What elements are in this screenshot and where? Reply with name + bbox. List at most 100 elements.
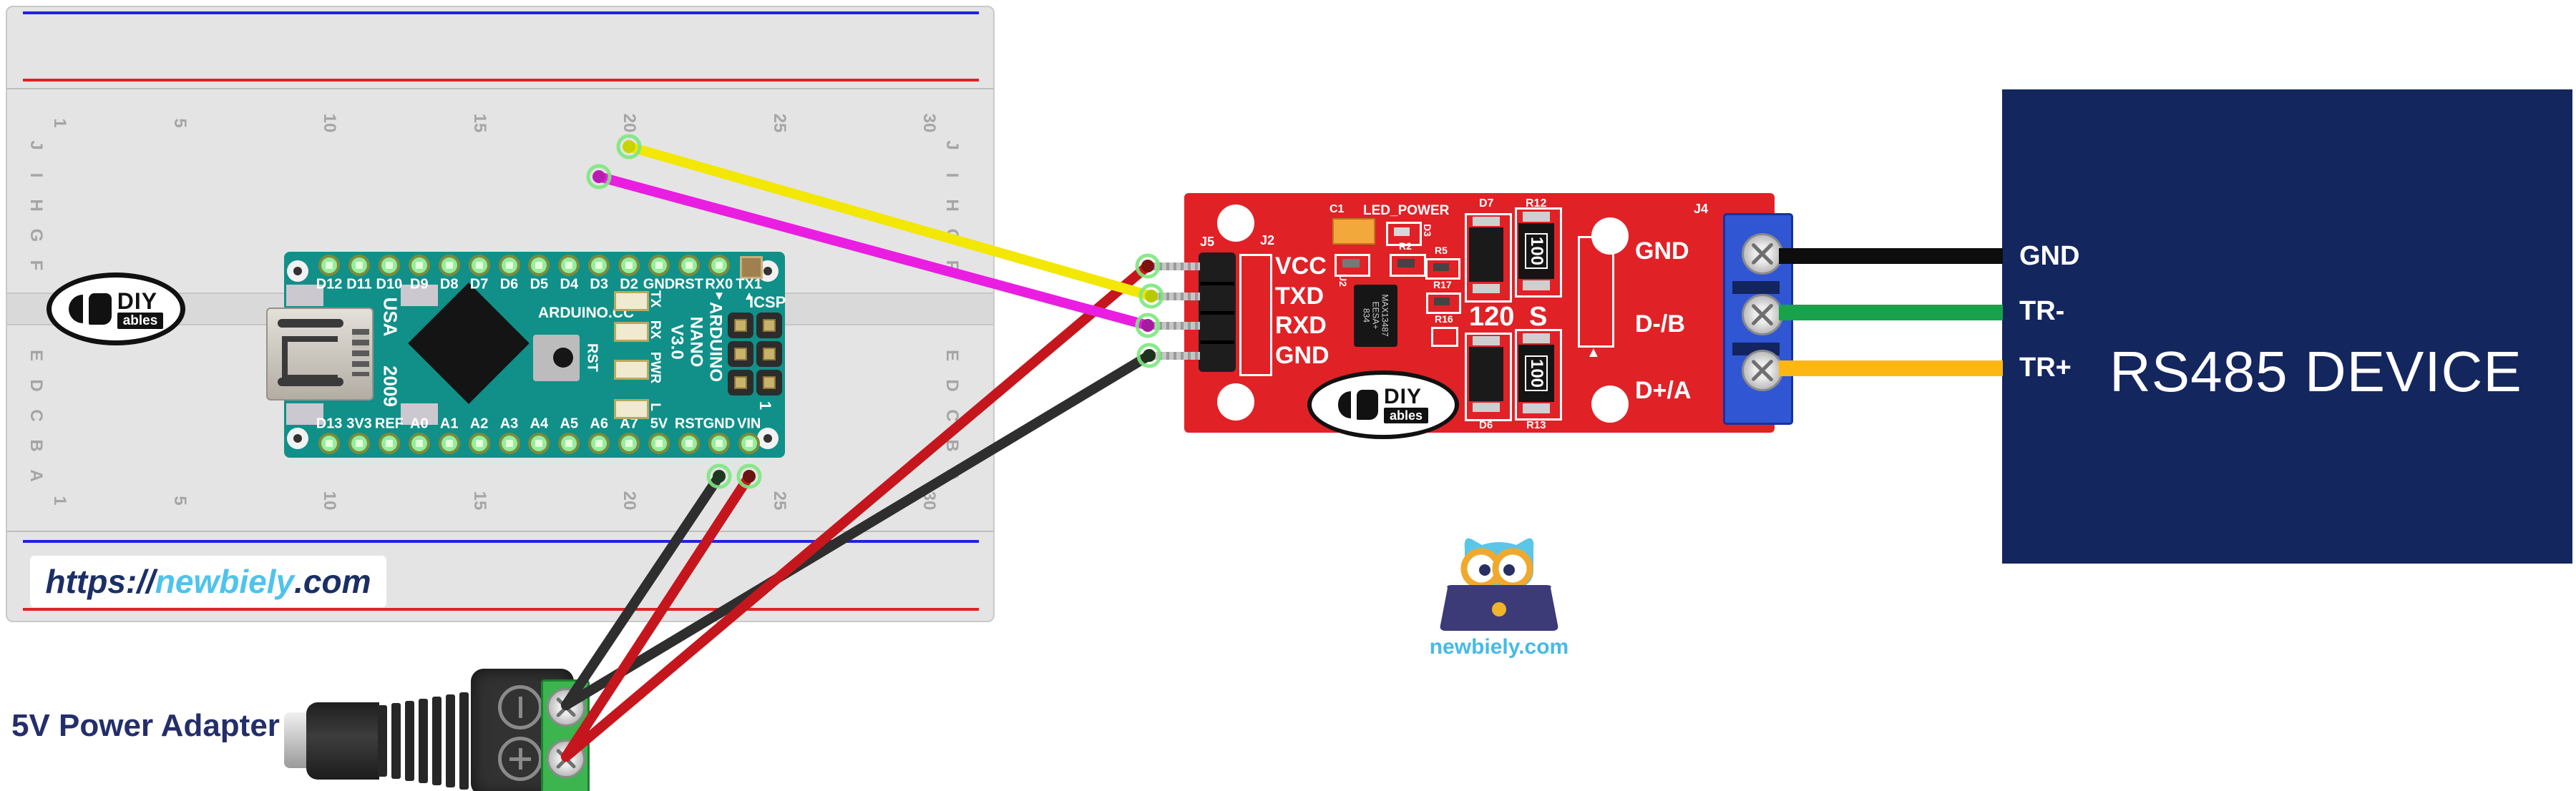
r5-body: [1433, 263, 1449, 271]
nano-pad: [498, 255, 520, 276]
terminal-screw-1[interactable]: [1742, 294, 1783, 335]
row-letter: D: [942, 379, 962, 392]
rs485-device-title: RS485 DEVICE: [2109, 340, 2522, 403]
url-label: https://newbiely.com: [30, 556, 386, 607]
rs485-ttl-module: J5 J2 C1 LED_POWER D3 R2 U2 MAX13487 EES…: [1148, 193, 1793, 439]
nano-pad: [738, 433, 760, 454]
nano-pad-hole: [385, 262, 393, 269]
nano-pad: [648, 255, 670, 276]
model-line: NANO: [686, 316, 706, 368]
row-letter: A: [942, 469, 962, 482]
silk-r13: R13: [1526, 419, 1546, 431]
max13487-chip: MAX13487 EESA+ 834: [1354, 285, 1397, 347]
r17-outline: [1426, 293, 1461, 314]
nano-pad-hole: [745, 440, 753, 447]
reset-button-cap[interactable]: [553, 348, 573, 368]
strip-marker-icon: ▲: [1586, 345, 1601, 360]
nano-mount-hole-center: [763, 434, 772, 443]
column-number: 20: [620, 113, 640, 133]
nano-pad: [318, 255, 341, 276]
owl-logo-icon: [1440, 538, 1558, 631]
d7-outline: [1465, 213, 1512, 303]
row-letter: C: [26, 409, 46, 422]
icsp-pin: [728, 370, 753, 396]
nano-pad-hole: [595, 440, 603, 447]
nano-pad: [618, 255, 640, 276]
nano-bottom-pin-label: A6: [590, 416, 608, 432]
nano-top-pin-label: D6: [499, 276, 519, 293]
nano-pad: [468, 255, 490, 276]
nano-top-pin-label: TX1: [736, 276, 763, 293]
module-right-pin-label: GND: [1635, 237, 1689, 265]
nano-pad: [588, 433, 610, 454]
r13-value: 100: [1525, 355, 1548, 392]
row-letter: I: [942, 172, 962, 178]
nano-bottom-pin-label: A4: [530, 416, 549, 432]
nano-bottom-pin-label: GND: [703, 416, 736, 432]
newbiely-watermark: newbiely.com: [1413, 529, 1585, 662]
icsp-pin: [728, 313, 753, 338]
r13-body: [1518, 345, 1554, 402]
module-left-pin-label: VCC: [1275, 252, 1327, 280]
column-number: 20: [620, 491, 640, 511]
led-label: PWR: [648, 351, 663, 384]
bottom-rail-red-line: [23, 608, 979, 611]
nano-bottom-pin-label: A3: [499, 416, 519, 432]
r12-tab: [1523, 280, 1550, 290]
module-mount-hole: [1217, 205, 1254, 242]
jack-rib: [378, 705, 387, 777]
adapter-screw-minus[interactable]: [547, 688, 585, 727]
silk-j5: J5: [1200, 235, 1215, 249]
nano-pad-hole: [445, 262, 453, 269]
column-number: 30: [919, 491, 940, 511]
jack-barrel: [306, 702, 379, 780]
column-number: 25: [769, 491, 789, 511]
icsp-pin-gold: [734, 376, 747, 389]
nano-top-pin-label: D9: [410, 276, 429, 293]
terminal-screw-0[interactable]: [1742, 233, 1783, 275]
column-number: 5: [170, 118, 190, 128]
nano-pad: [438, 433, 460, 454]
diyables-logo-diy: DIY: [1383, 385, 1422, 408]
terminal-screw-2[interactable]: [1742, 350, 1783, 391]
model-line: V3.0: [667, 324, 687, 360]
nano-model-text: ARDUINO NANO V3.0: [668, 302, 726, 382]
r12-outline: 100: [1515, 207, 1562, 298]
mini-usb-connector: [266, 308, 374, 401]
row-letter: J: [942, 140, 962, 150]
diyables-logo-ables: ables: [1383, 408, 1429, 423]
chip-line: EESA+ 834: [1361, 301, 1381, 330]
nano-pad-hole: [385, 440, 393, 447]
icsp-pin: [756, 313, 782, 338]
icsp-pin-gold: [763, 376, 776, 389]
module-diyables-logo: DIY ables: [1307, 370, 1459, 439]
nano-bottom-pin-label: 3V3: [346, 416, 372, 432]
module-j2-outline: [1239, 254, 1272, 376]
nano-pad-hole: [356, 440, 363, 447]
top-rail-red-line: [23, 79, 979, 82]
nano-pad-hole: [415, 262, 423, 269]
arduino-nano-board: USA 2009 ARDUINO.CC RST ARDUINO NANO V3.…: [266, 252, 786, 458]
nano-bottom-pin-label: VIN: [737, 416, 761, 432]
top-rail-blue-line: [23, 11, 979, 14]
nano-top-pin-label: D4: [560, 276, 579, 293]
adapter-screw-plus[interactable]: [547, 740, 585, 778]
row-letter: C: [942, 409, 962, 422]
nano-top-pin-label: D3: [590, 276, 608, 293]
r10-body: [1342, 259, 1360, 267]
usb-pins: [352, 329, 369, 376]
nano-pad-hole: [326, 440, 333, 447]
nano-pad-hole: [565, 440, 573, 447]
column-number: 30: [919, 113, 940, 133]
nano-pad: [378, 433, 400, 454]
column-number: 15: [469, 491, 489, 511]
icsp-pin: [756, 341, 782, 367]
nano-pad-tx1: [739, 256, 763, 279]
device-pin-label: GND: [2019, 241, 2080, 271]
nano-pad-hole: [655, 440, 663, 447]
nano-bottom-pin-label: 5V: [650, 416, 668, 432]
module-left-pin-label: RXD: [1275, 312, 1327, 339]
module-mount-hole: [1217, 383, 1254, 421]
silk-r2: R2: [1399, 240, 1412, 252]
nano-pad: [408, 433, 430, 454]
